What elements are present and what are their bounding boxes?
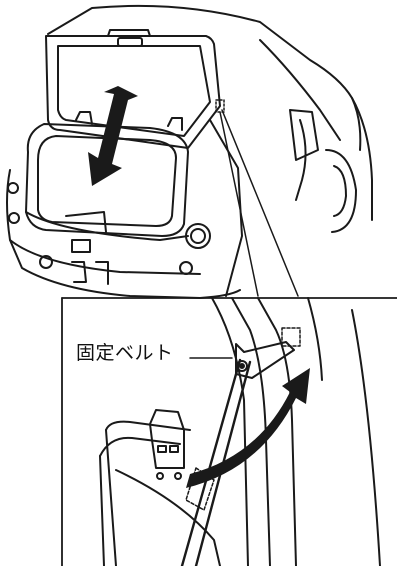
curved-arrow-icon bbox=[186, 368, 310, 488]
open-tailgate bbox=[45, 35, 221, 149]
detail-inset bbox=[61, 297, 397, 566]
fixing-belt-label: 固定ベルト bbox=[76, 342, 174, 364]
cargo-opening bbox=[25, 123, 189, 237]
car-rear-view bbox=[6, 4, 373, 299]
open-close-arrow-icon bbox=[88, 86, 138, 186]
